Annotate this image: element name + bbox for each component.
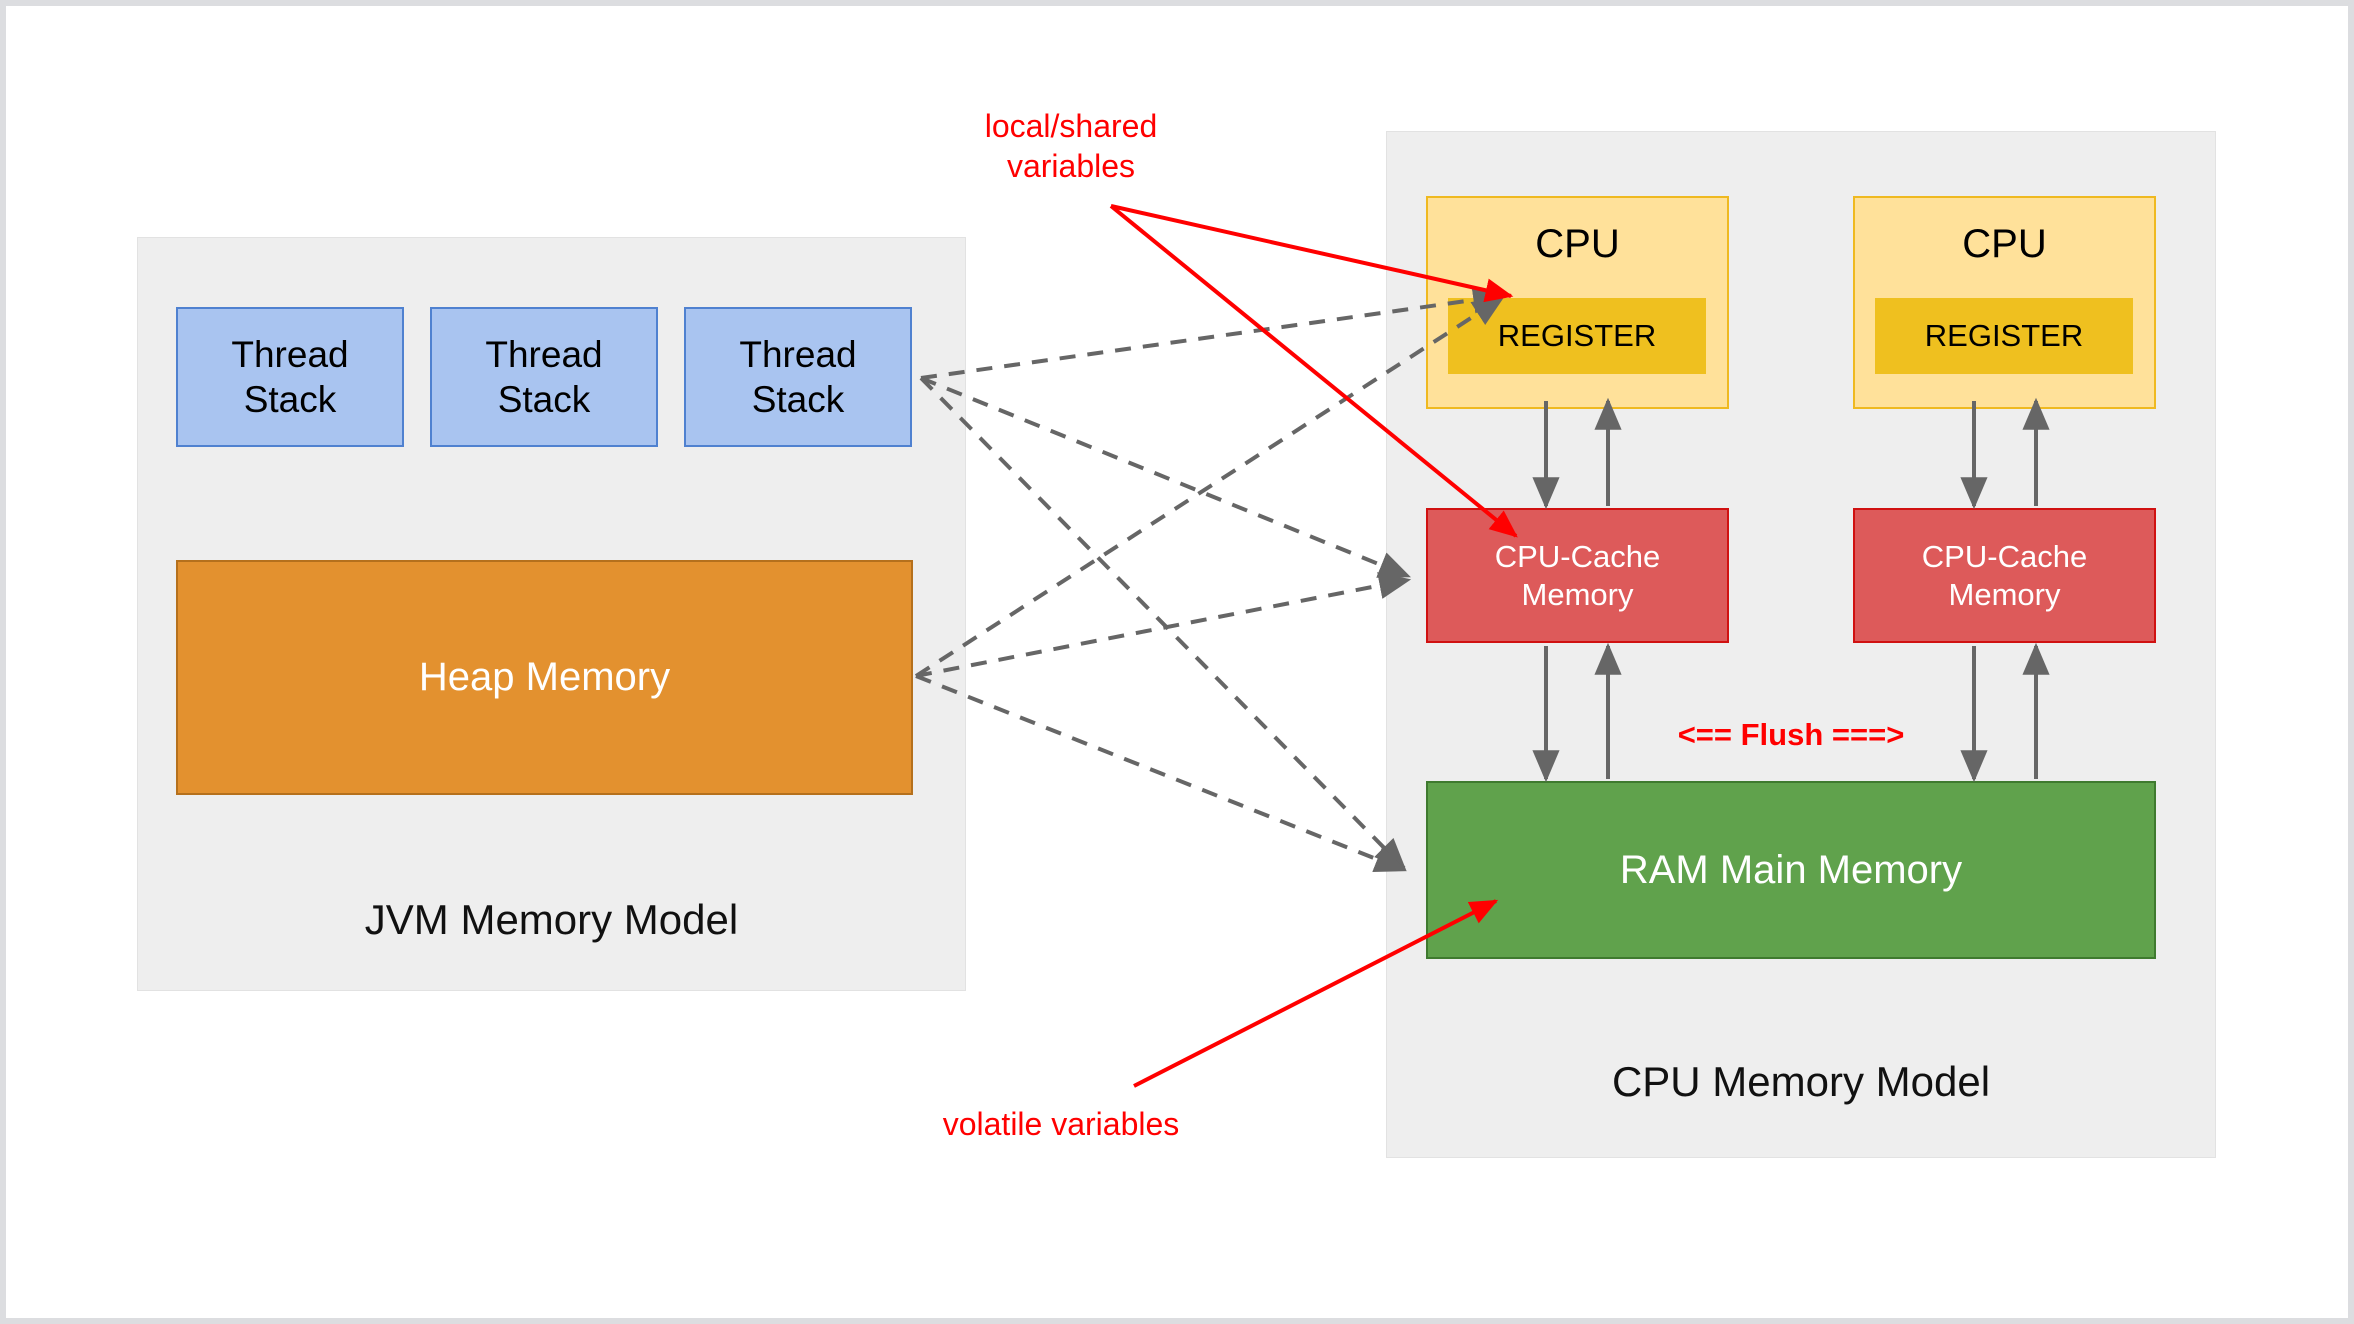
register-box[interactable]: REGISTER xyxy=(1448,298,1706,374)
dashed-arrow-threadstack-to-cache xyxy=(920,376,1411,578)
register-box[interactable]: REGISTER xyxy=(1875,298,2133,374)
cpu-label: CPU xyxy=(1535,222,1620,266)
cpu-label: CPU xyxy=(1962,222,2047,266)
heap-memory-label: Heap Memory xyxy=(418,655,671,700)
register-label: REGISTER xyxy=(1497,318,1657,354)
flush-label: <== Flush ===> xyxy=(1677,717,1905,752)
cpu-memory-model-title: CPU Memory Model xyxy=(1611,1058,1991,1105)
dashed-arrow-heap-to-cache xyxy=(915,572,1412,678)
register-label: REGISTER xyxy=(1924,318,2084,354)
cpu-box[interactable]: CPU REGISTER xyxy=(1853,196,2156,409)
cpu-box[interactable]: CPU REGISTER xyxy=(1426,196,1729,409)
volatile-variables-annotation: volatile variables xyxy=(942,1106,1180,1142)
dashed-arrow-heap-to-ram xyxy=(915,674,1407,872)
ram-main-memory-box[interactable]: RAM Main Memory xyxy=(1426,781,2156,959)
jvm-memory-model-title: JVM Memory Model xyxy=(364,896,739,943)
dashed-arrow-threadstack-to-ram xyxy=(919,376,1407,871)
ram-main-memory-label: RAM Main Memory xyxy=(1619,847,1963,892)
heap-memory-box[interactable]: Heap Memory xyxy=(176,560,913,795)
